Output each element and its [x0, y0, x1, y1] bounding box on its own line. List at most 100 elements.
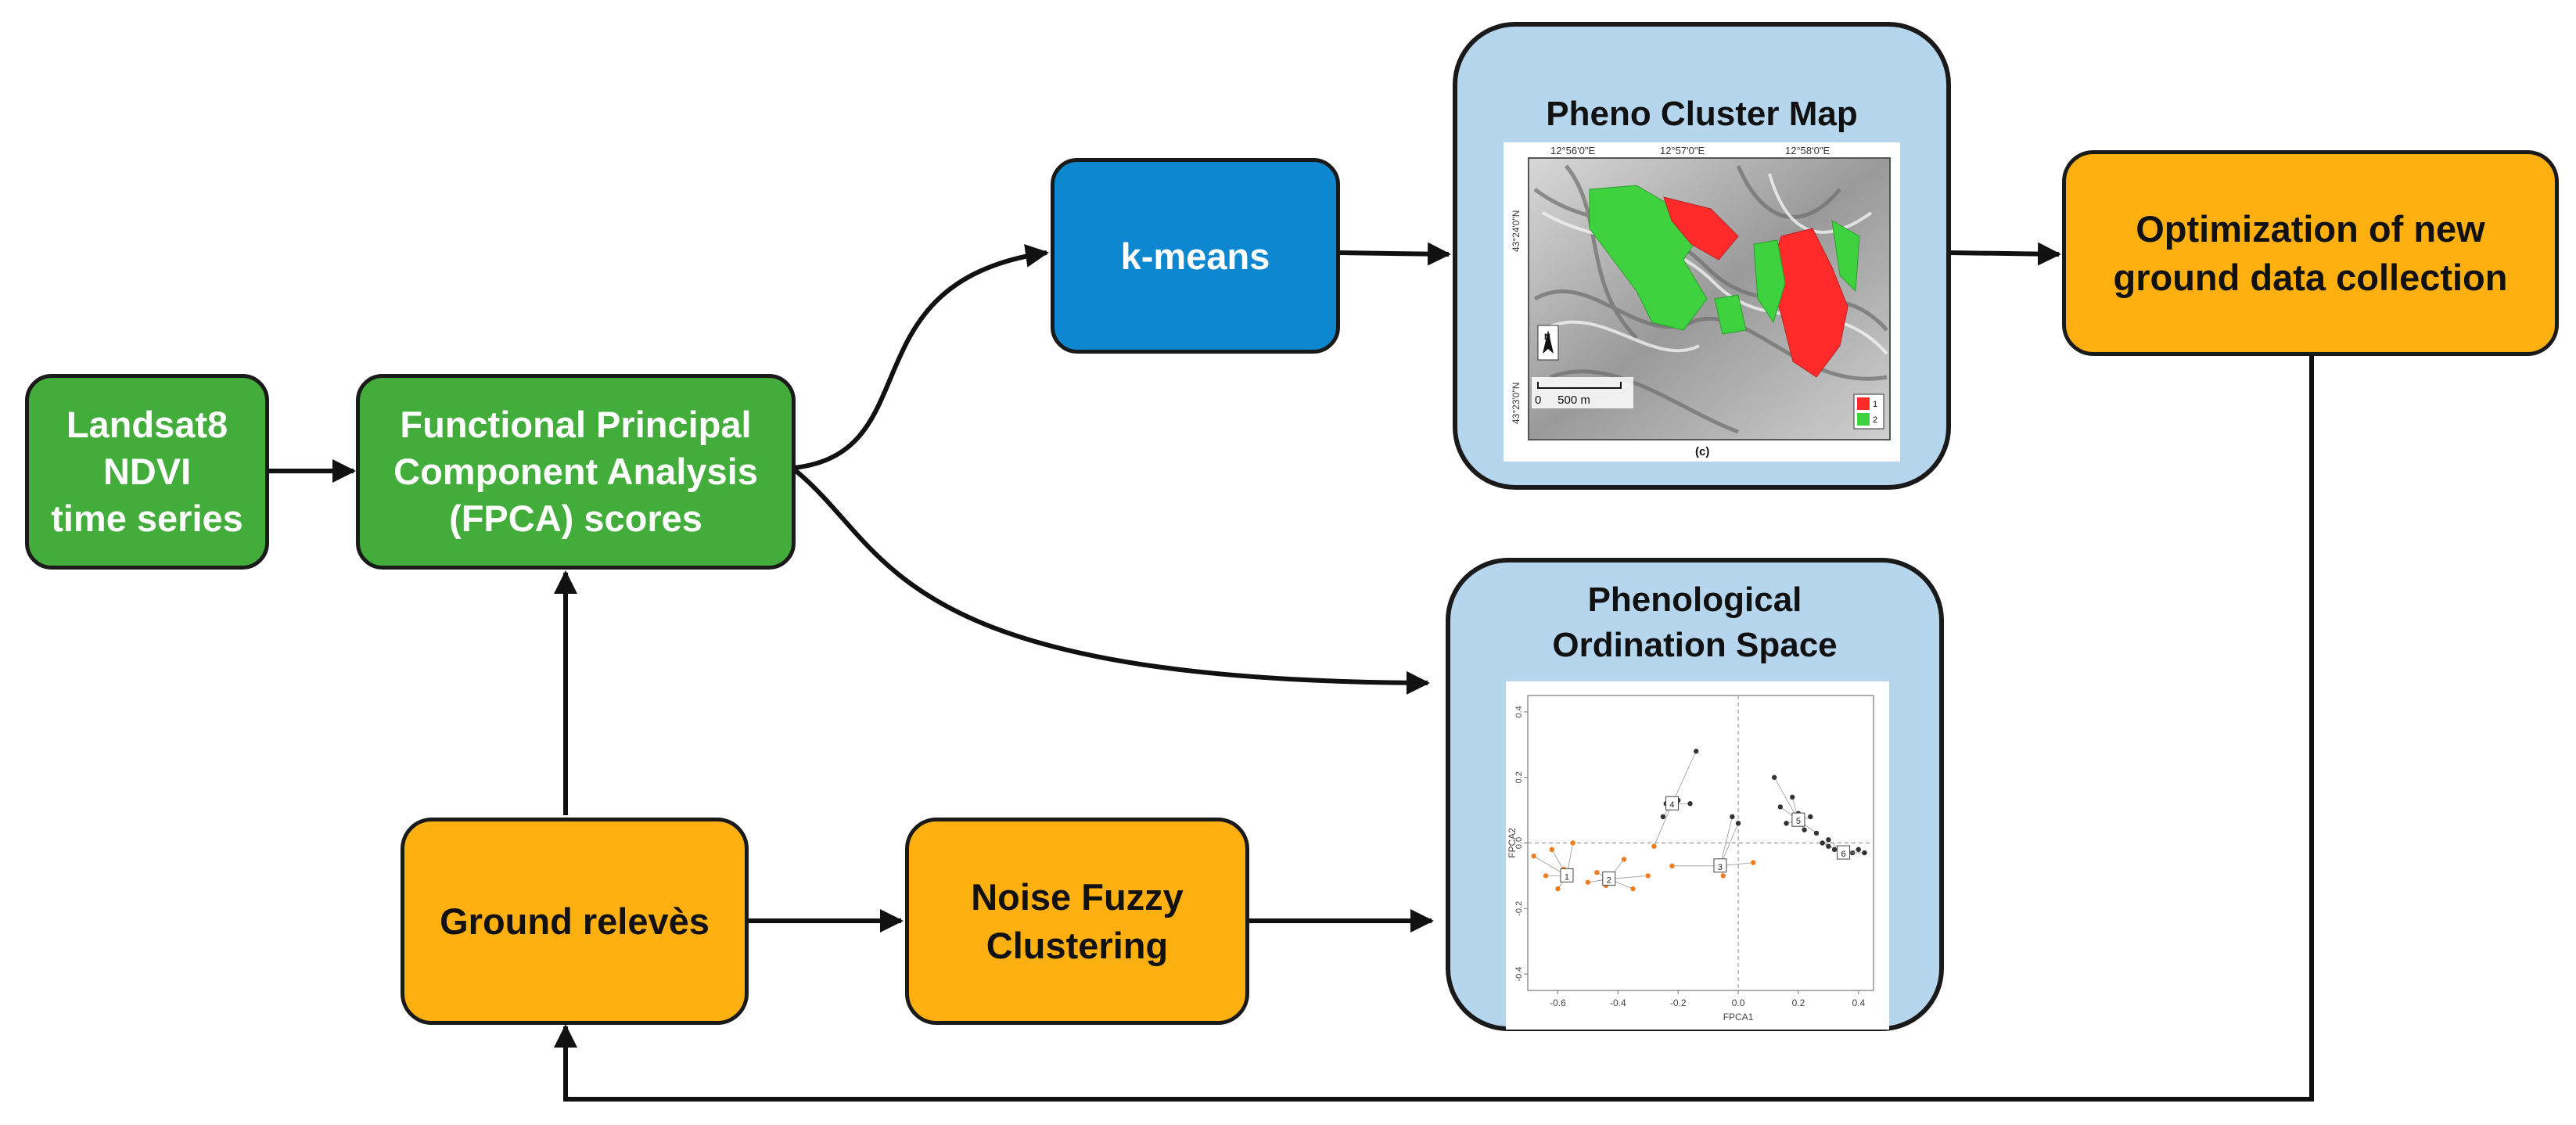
data-point [1669, 863, 1675, 869]
lon-label-3: 12°58'0"E [1785, 145, 1830, 156]
landsat-line-2: NDVI [102, 451, 192, 492]
cluster-label: 6 [1841, 850, 1846, 859]
x-tick-label: 0.2 [1792, 997, 1805, 1008]
kmeans-label: k-means [1120, 235, 1270, 277]
pheno-cluster-map-panel: Pheno Cluster Map 12°56'0"E [1453, 22, 1951, 490]
data-point [1543, 873, 1549, 879]
landsat-ndvi-node: Landsat8 NDVI time series [25, 374, 269, 570]
y-tick-label: 0.2 [1514, 771, 1524, 783]
data-point [1802, 827, 1807, 832]
noise-line-1: Noise Fuzzy [971, 875, 1184, 918]
data-point [1549, 846, 1554, 853]
ground-label: Ground relevès [440, 900, 710, 942]
data-point [1856, 846, 1861, 853]
ordination-title-line-1: Phenological [1587, 580, 1802, 619]
cluster-label-box [1837, 845, 1851, 860]
data-point [1730, 814, 1735, 820]
data-point [1808, 814, 1813, 820]
arrow-kmeans-to-map [1338, 242, 1451, 266]
arrow-fpca-to-kmeans [793, 244, 1049, 470]
cluster-label: 3 [1718, 863, 1723, 872]
scale-bar: 0 500 m [1532, 377, 1633, 408]
data-point [1777, 804, 1784, 810]
x-tick-label: 0.4 [1852, 997, 1865, 1008]
fpca-node: Functional Principal Component Analysis … [356, 374, 796, 570]
north-label: N [1544, 332, 1550, 342]
fpca-line-2: Component Analysis [393, 451, 758, 492]
y-axis-label: FPCA2 [1507, 828, 1518, 858]
data-point [1555, 886, 1561, 892]
fpca-line-1: Functional Principal [400, 404, 752, 445]
x-tick-label: -0.6 [1550, 997, 1566, 1008]
data-point [1735, 821, 1741, 826]
x-tick-label: -0.4 [1610, 997, 1626, 1008]
arrow-optimization-loop [554, 354, 2314, 1102]
data-point [1630, 886, 1636, 892]
y-tick-label: -0.2 [1514, 901, 1524, 916]
fpca-line-3: (FPCA) scores [449, 498, 702, 539]
y-tick-label: -0.4 [1514, 967, 1524, 982]
x-axis-label: FPCA1 [1723, 1012, 1754, 1023]
data-point [1826, 843, 1831, 849]
optimization-line-2: ground data collection [2113, 256, 2508, 298]
lon-label-2: 12°57'0"E [1660, 145, 1705, 156]
arrow-fpca-to-ordination [792, 467, 1430, 695]
cluster-label-box [1665, 796, 1679, 811]
data-point [1826, 837, 1831, 843]
scale-label: 0 500 m [1535, 394, 1590, 407]
noise-fuzzy-node: Noise Fuzzy Clustering [905, 818, 1249, 1025]
data-point [1862, 850, 1867, 856]
landsat-line-1: Landsat8 [66, 404, 228, 445]
data-point [1660, 814, 1666, 820]
data-point [1790, 794, 1795, 800]
data-point [1751, 860, 1756, 865]
lat-label-2: 43°23'0"N [1511, 383, 1522, 424]
cluster-label-box [1602, 872, 1616, 886]
ordination-title-line-2: Ordination Space [1552, 626, 1838, 664]
data-point [1831, 846, 1838, 853]
data-point [1820, 840, 1825, 846]
legend-label-2: 2 [1873, 415, 1877, 425]
north-arrow-icon: N [1537, 325, 1559, 361]
cluster-label: 1 [1565, 872, 1569, 882]
data-point [1621, 857, 1627, 862]
spider-line [1654, 803, 1672, 846]
landsat-line-3: time series [51, 498, 243, 539]
data-point [1687, 801, 1693, 807]
ground-releves-node: Ground relevès [401, 818, 749, 1025]
cluster-label-box [1560, 868, 1574, 882]
map-legend: 1 2 [1853, 394, 1884, 430]
y-tick-label: 0.0 [1514, 837, 1524, 849]
data-point [1720, 873, 1726, 879]
data-point [1531, 854, 1536, 859]
spider-line [1719, 816, 1733, 866]
data-point [1651, 843, 1657, 849]
legend-label-1: 1 [1873, 400, 1877, 409]
noise-line-2: Clustering [986, 924, 1169, 966]
data-point [1784, 821, 1789, 826]
data-point [1645, 873, 1651, 879]
data-point [1570, 840, 1575, 846]
ordination-space-panel: Phenological Ordination Space -0.6-0.4-0… [1446, 558, 1944, 1031]
data-point [1813, 830, 1820, 836]
optimization-line-1: Optimization of new [2136, 207, 2485, 250]
data-point [1771, 775, 1777, 780]
kmeans-node: k-means [1051, 158, 1340, 354]
y-tick-label: 0.4 [1514, 706, 1524, 717]
cluster-label: 4 [1669, 800, 1674, 810]
arrow-map-to-optimization [1949, 242, 2061, 266]
spider-line [1672, 751, 1697, 804]
cluster-label-box [1791, 812, 1805, 827]
cluster-label-box [1713, 858, 1727, 873]
x-tick-label: -0.2 [1670, 997, 1687, 1008]
cluster-label: 2 [1607, 876, 1611, 886]
x-tick-label: 0.0 [1732, 997, 1745, 1008]
pheno-map-title: Pheno Cluster Map [1546, 95, 1858, 133]
optimization-node: Optimization of new ground data collecti… [2062, 150, 2559, 356]
lon-label-1: 12°56'0"E [1550, 145, 1595, 156]
cluster-label: 5 [1796, 817, 1801, 826]
pheno-cluster-map: 12°56'0"E 12°57'0"E 12°58'0"E 43°24'0"N … [1504, 142, 1900, 462]
data-point [1594, 870, 1600, 875]
